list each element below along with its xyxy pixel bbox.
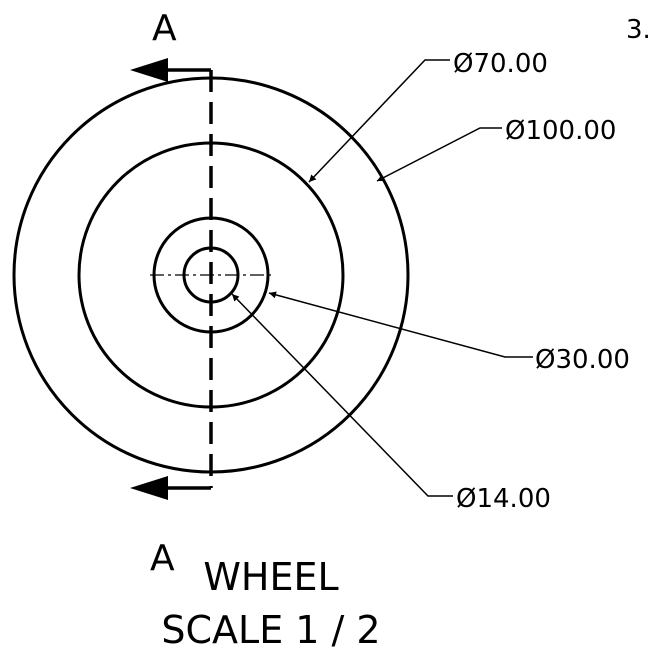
- section-arrow-top-icon: [130, 58, 168, 82]
- dimension-d70: Ø70.00: [453, 49, 548, 79]
- section-label-top: A: [152, 8, 177, 49]
- section-label-bottom: A: [150, 538, 175, 579]
- leader-d70: [308, 59, 450, 183]
- view-scale: SCALE 1 / 2: [161, 608, 380, 652]
- leader-d14: [231, 293, 453, 497]
- leader-d30: [268, 291, 533, 358]
- dimension-d30: Ø30.00: [535, 345, 630, 375]
- dimension-d14: Ø14.00: [456, 484, 551, 514]
- leader-d100: [376, 127, 502, 182]
- view-name: WHEEL: [203, 555, 338, 599]
- section-arrow-bottom-icon: [130, 476, 168, 500]
- item-number: 3.: [626, 15, 651, 45]
- dimension-d100: Ø100.00: [505, 116, 616, 146]
